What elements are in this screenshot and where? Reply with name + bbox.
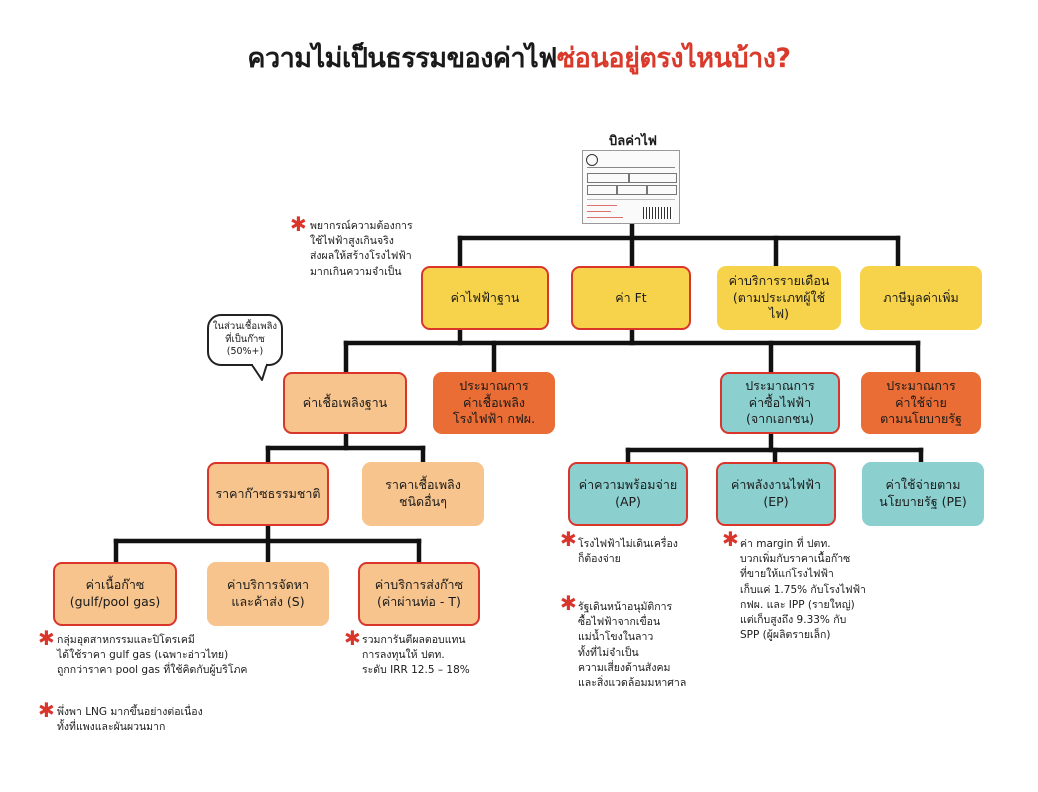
asterisk-icon: ✱ xyxy=(38,698,55,722)
note-industry-gas: กลุ่มอุตสาหกรรมและปิโตรเคมี ได้ใช้ราคา g… xyxy=(57,634,248,677)
monthly-service-box: ค่าบริการรายเดือน (ตามประเภทผู้ใช้ไฟ) xyxy=(717,266,841,330)
egat-fuel-estimate-box: ประมาณการ ค่าเชื้อเพลิง โรงไฟฟ้า กฟผ. xyxy=(433,372,555,434)
note-ptt-margin: ค่า margin ที่ ปตท. บวกเพิ่มกับราคาเนื้อ… xyxy=(740,538,866,642)
asterisk-icon: ✱ xyxy=(722,527,739,551)
asterisk-icon: ✱ xyxy=(344,626,361,650)
electricity-bill-icon xyxy=(582,150,680,224)
title-accent: ซ่อนอยู่ตรงไหนบ้าง? xyxy=(556,43,791,74)
gas-cost-box: ค่าเนื้อก๊าซ (gulf/pool gas) xyxy=(53,562,177,626)
note-forecast: พยากรณ์ความต้องการ ใช้ไฟฟ้าสูงเกินจริง ส… xyxy=(310,220,413,278)
note-laos-dams: รัฐเดินหน้าอนุมัติการ ซื้อไฟฟ้าจากเขื่อน… xyxy=(578,601,687,690)
energy-payment-box: ค่าพลังงานไฟฟ้า (EP) xyxy=(716,462,836,526)
transport-service-box: ค่าบริการส่งก๊าซ (ค่าผ่านท่อ - T) xyxy=(358,562,480,626)
asterisk-icon: ✱ xyxy=(290,212,307,236)
supply-service-box: ค่าบริการจัดหา และค้าส่ง (S) xyxy=(207,562,329,626)
note-lng: พึ่งพา LNG มากขึ้นอย่างต่อเนื่อง ทั้งที่… xyxy=(57,706,203,734)
asterisk-icon: ✱ xyxy=(38,626,55,650)
page-title: ความไม่เป็นธรรมของค่าไฟซ่อนอยู่ตรงไหนบ้า… xyxy=(0,36,1038,79)
base-tariff-box: ค่าไฟฟ้าฐาน xyxy=(421,266,549,330)
natural-gas-price-box: ราคาก๊าซธรรมชาติ xyxy=(207,462,329,526)
title-main: ความไม่เป็นธรรมของค่าไฟ xyxy=(247,43,557,74)
vat-box: ภาษีมูลค่าเพิ่ม xyxy=(860,266,982,330)
note-idle-plants: โรงไฟฟ้าไม่เดินเครื่อง ก็ต้องจ่าย xyxy=(578,538,678,566)
note-guaranteed-return: รวมการันตีผลตอบแทน การลงทุนให้ ปตท. ระดั… xyxy=(362,634,470,677)
other-fuel-price-box: ราคาเชื้อเพลิง ชนิดอื่นๆ xyxy=(362,462,484,526)
availability-payment-box: ค่าความพร้อมจ่าย (AP) xyxy=(568,462,688,526)
ft-box: ค่า Ft xyxy=(571,266,691,330)
policy-expense-box: ค่าใช้จ่ายตาม นโยบายรัฐ (PE) xyxy=(862,462,984,526)
fuel-base-box: ค่าเชื้อเพลิงฐาน xyxy=(283,372,407,434)
bill-label: บิลค่าไฟ xyxy=(609,134,657,149)
asterisk-icon: ✱ xyxy=(560,527,577,551)
power-purchase-estimate-box: ประมาณการ ค่าซื้อไฟฟ้า (จากเอกชน) xyxy=(720,372,840,434)
policy-expense-estimate-box: ประมาณการ ค่าใช้จ่าย ตามนโยบายรัฐ xyxy=(861,372,981,434)
gas-share-bubble: ในส่วนเชื้อเพลิง ที่เป็นก๊าซ (50%+) xyxy=(207,314,283,366)
asterisk-icon: ✱ xyxy=(560,591,577,615)
